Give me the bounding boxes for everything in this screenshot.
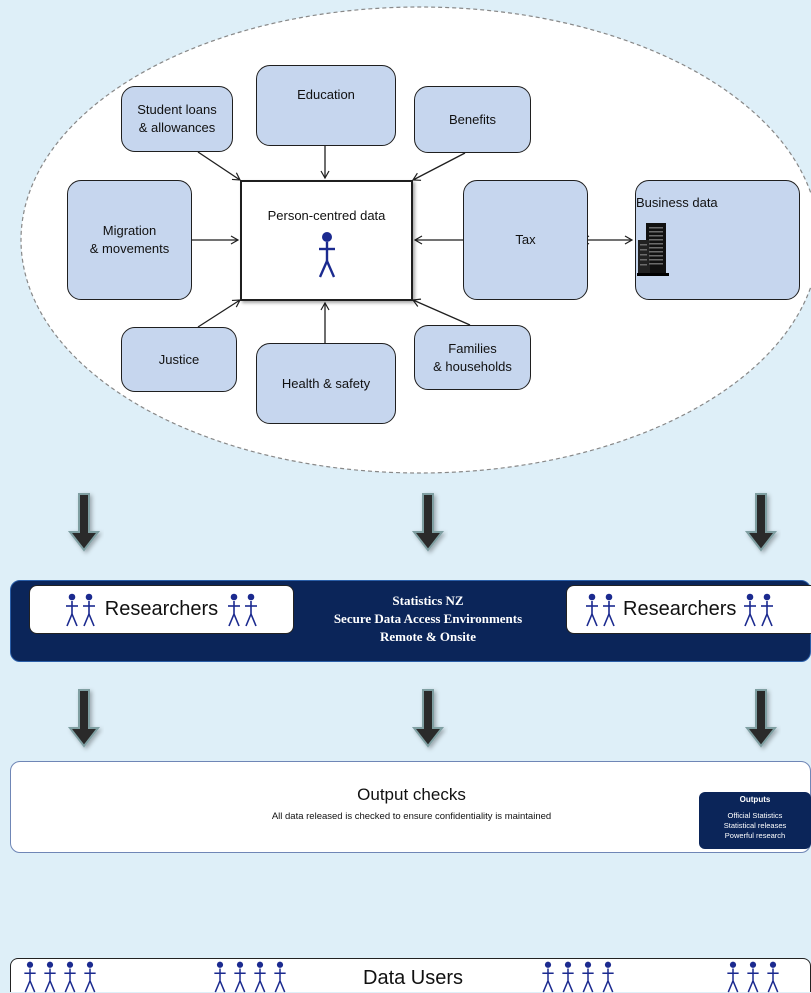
user-icon	[84, 961, 96, 993]
user-icon	[562, 961, 574, 993]
output-checks-title: Output checks	[357, 785, 466, 804]
source-box-health: Health & safety	[256, 343, 396, 424]
output-checks-subtitle: All data released is checked to ensure c…	[271, 811, 552, 822]
user-icon	[767, 961, 779, 993]
user-icon	[254, 961, 266, 993]
source-box-student-loans: Student loans & allowances	[121, 86, 233, 152]
outputs-line-2: Statistical releases	[723, 821, 787, 831]
data-users-group-4	[726, 961, 780, 993]
user-icon	[274, 961, 286, 993]
researcher-icon	[228, 593, 241, 626]
data-users-label: Data Users	[363, 967, 464, 989]
flow-arrow-down-left-1	[67, 493, 101, 552]
output-checks-band: Output checks All data released is check…	[10, 761, 811, 853]
researcher-icon	[603, 593, 615, 626]
researcher-icon	[245, 593, 258, 626]
researcher-icon	[65, 593, 78, 626]
flow-arrow-down-right-1	[744, 493, 778, 552]
connector-benefits	[411, 152, 466, 181]
connector-student-loans	[197, 151, 242, 181]
user-icon	[582, 961, 594, 993]
outputs-line-3: Powerful research	[724, 830, 786, 840]
data-users-group-2	[213, 961, 287, 993]
outputs-line-1: Official Statistics	[727, 811, 783, 821]
person-centred-data-box: Person-centred data	[240, 180, 413, 301]
flow-arrow-down-center-2	[411, 689, 445, 748]
source-box-migration: Migration & movements	[67, 180, 192, 300]
user-icon	[602, 961, 614, 993]
flow-arrow-down-right-2	[744, 689, 778, 748]
connector-families	[411, 298, 471, 326]
source-box-tax: Tax	[463, 180, 588, 300]
user-icon	[727, 961, 739, 993]
researchers-box-right: Researchers	[566, 585, 811, 634]
secure-access-title-line1: Statistics NZ	[392, 593, 464, 608]
person-centred-data-label: Person-centred data	[267, 208, 386, 223]
user-icon	[64, 961, 76, 993]
researchers-label-left: Researchers	[104, 598, 219, 620]
flow-arrow-down-center-1	[411, 493, 445, 552]
flow-arrow-down-left-2	[67, 689, 101, 748]
connector-justice	[197, 299, 242, 328]
secure-access-title-line2: Secure Data Access Environments	[333, 611, 523, 627]
researchers-box-left: Researchers	[29, 585, 294, 634]
source-box-benefits: Benefits	[414, 86, 531, 153]
person-icon	[318, 232, 335, 278]
researcher-icon	[761, 593, 774, 626]
user-icon	[44, 961, 56, 993]
secure-access-title: Statistics NZ Secure Data Access Environ…	[300, 592, 556, 647]
outputs-title: Outputs	[739, 795, 771, 804]
researchers-label-right: Researchers	[623, 598, 737, 620]
researcher-icon	[586, 593, 598, 626]
business-data-box: Business data	[635, 180, 800, 300]
user-icon	[747, 961, 759, 993]
user-icon	[542, 961, 554, 993]
source-box-families: Families & households	[414, 325, 531, 390]
secure-access-band: Researchers Researchers	[10, 580, 811, 662]
data-users-group-3	[541, 961, 615, 993]
researcher-icon	[744, 593, 757, 626]
researcher-icon	[82, 593, 95, 626]
business-data-label: Business data	[636, 195, 718, 210]
source-box-education: Education	[256, 65, 396, 146]
user-icon	[234, 961, 246, 993]
building-icon	[637, 222, 669, 276]
outputs-box: Outputs Official Statistics Statistical …	[699, 792, 811, 849]
user-icon	[214, 961, 226, 993]
user-icon	[24, 961, 36, 993]
data-users-band: Data Users	[10, 958, 811, 993]
source-box-justice: Justice	[121, 327, 237, 392]
secure-access-title-line3: Remote & Onsite	[379, 629, 477, 645]
data-users-group-1	[23, 961, 97, 993]
